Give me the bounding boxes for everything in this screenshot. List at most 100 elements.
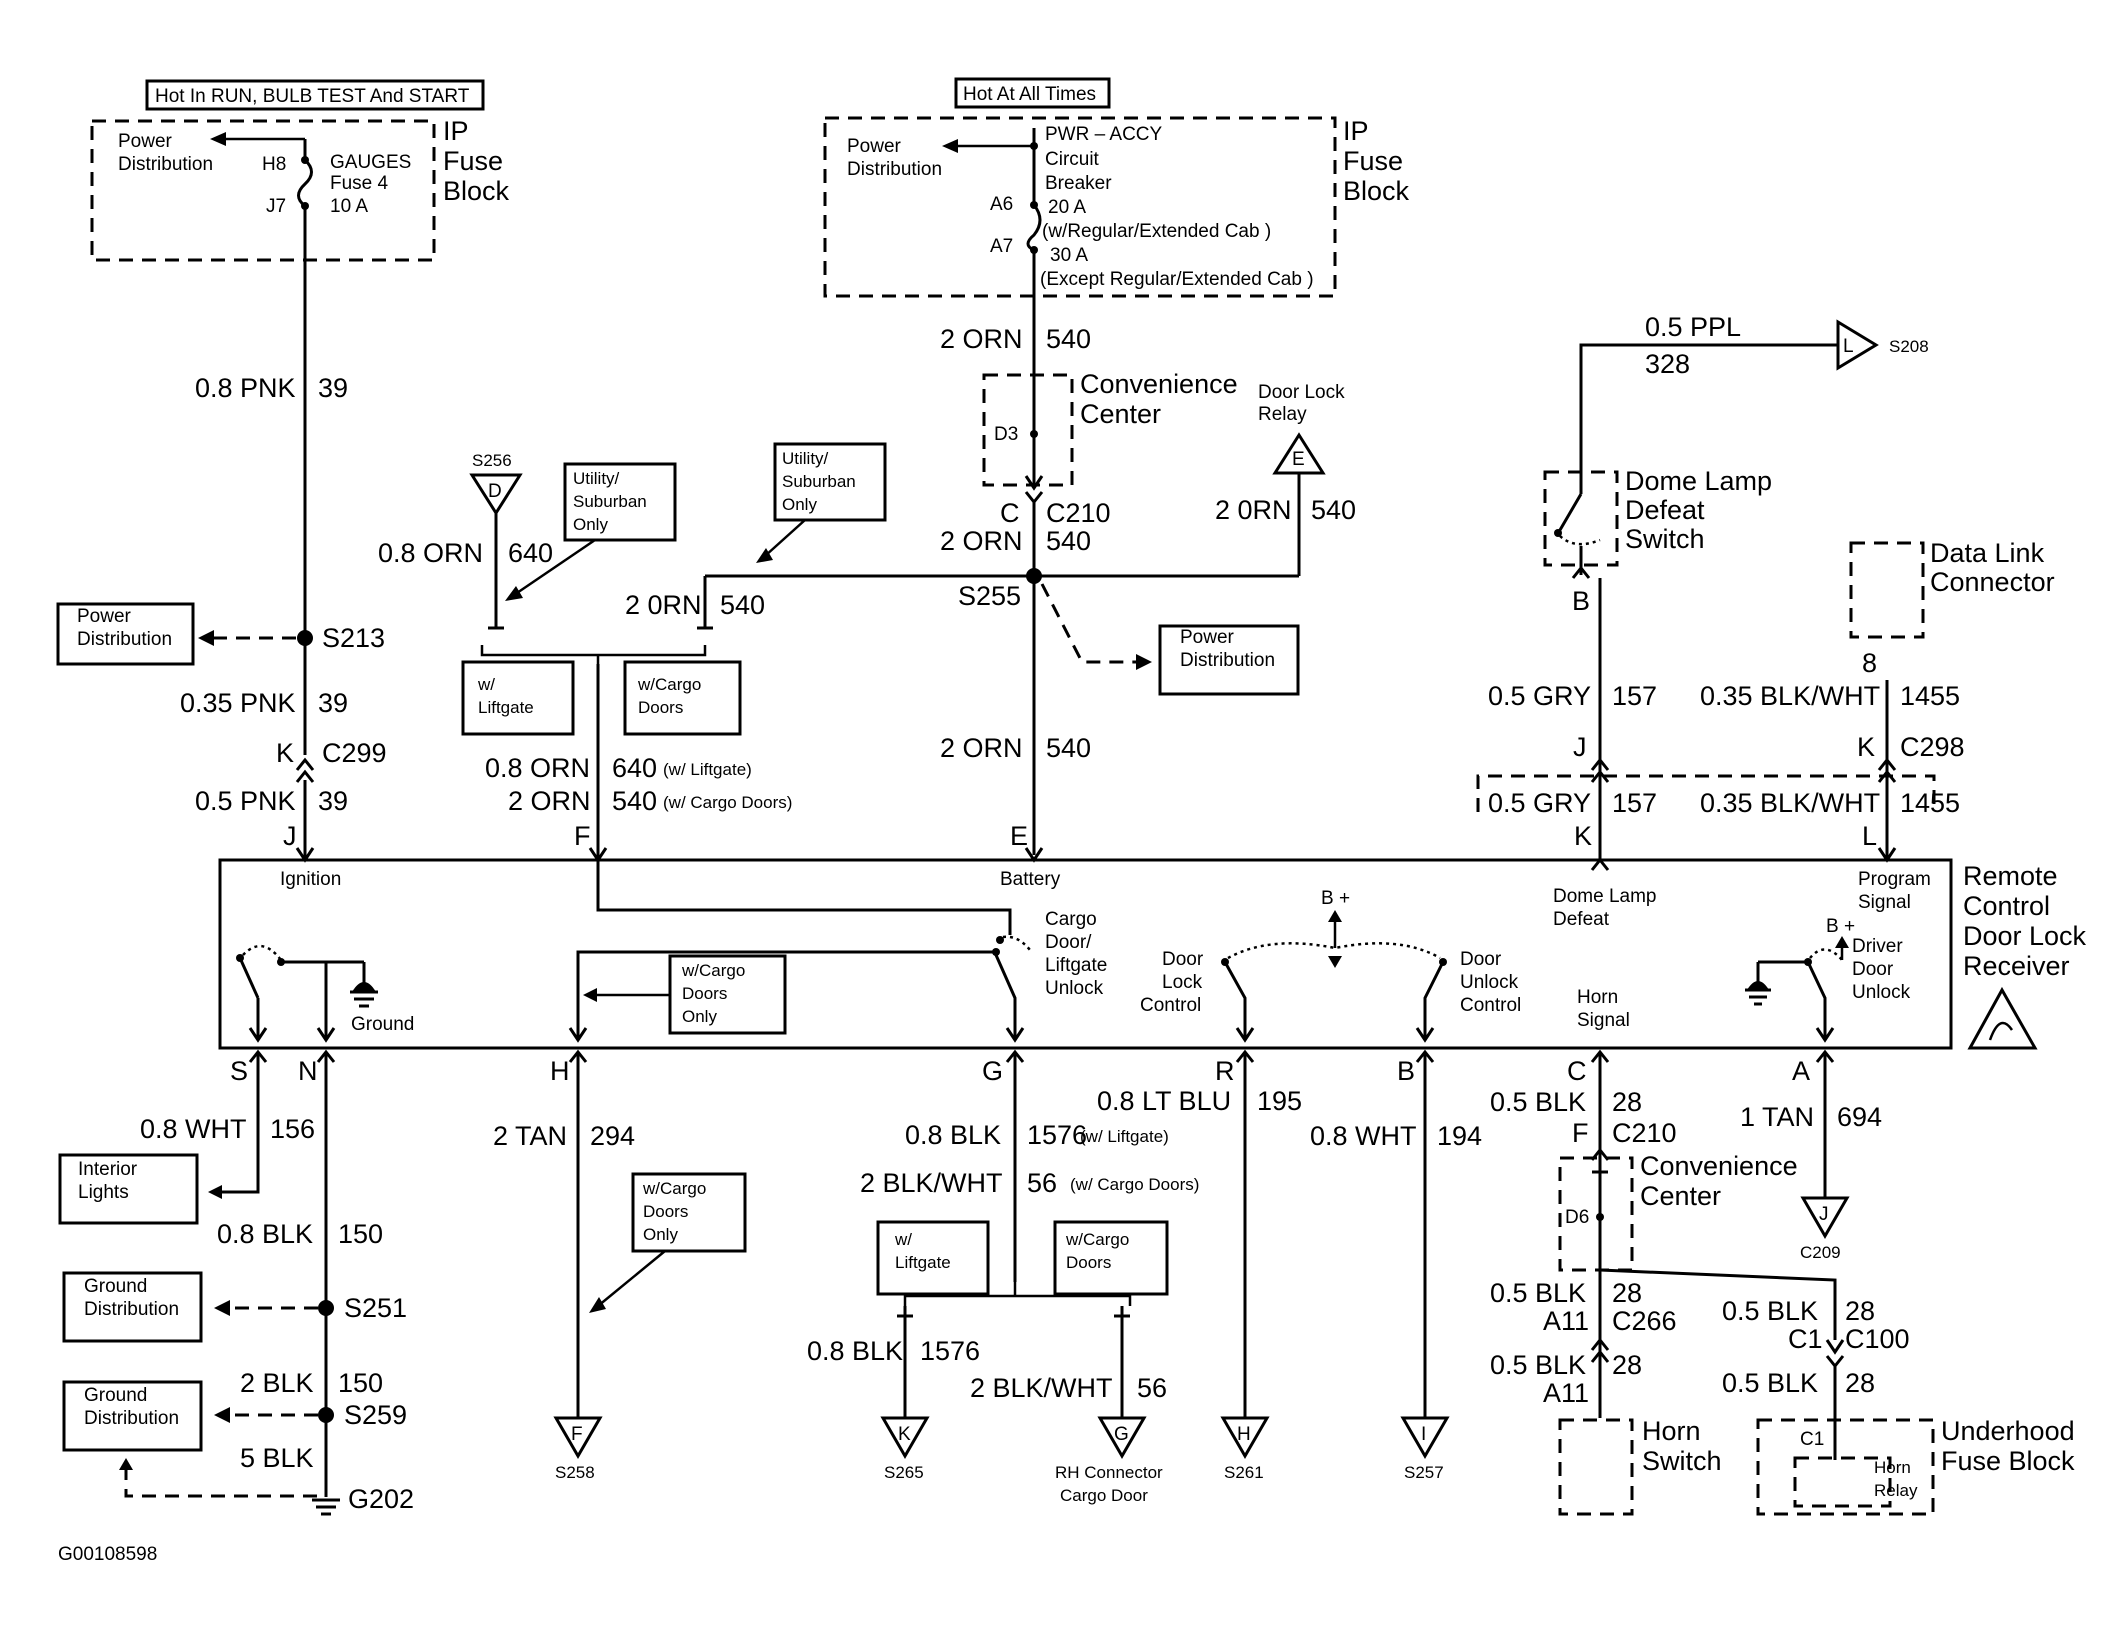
- convenience-center-d6: [1558, 1156, 1634, 1272]
- wire-blk05-label-1: 0.5 BLK: [1490, 1087, 1586, 1117]
- convenience-center-2-a: Convenience: [1640, 1151, 1798, 1181]
- convenience-center-2-b: Center: [1640, 1181, 1721, 1211]
- s251-label: S251: [344, 1293, 407, 1323]
- left-distribution-text: Distribution: [118, 154, 213, 175]
- center-fuse-block-outline: [823, 116, 1337, 298]
- wire-08orn-label-2: 0.8 ORN: [485, 753, 590, 783]
- s255-arrowhead: [1136, 654, 1152, 670]
- dome-defeat-mod-b: Defeat: [1553, 909, 1610, 930]
- cargo-internal-wire: [596, 860, 1012, 935]
- wire-39-label-2: 39: [318, 688, 348, 718]
- wire-tan2-label: 2 TAN: [493, 1121, 567, 1151]
- wire-08pnk-label: 0.8 PNK: [195, 373, 296, 403]
- wire-28-label-5: 28: [1845, 1368, 1875, 1398]
- d3-label: D3: [994, 424, 1018, 445]
- module-s-pin: S: [230, 1056, 248, 1086]
- cargo-label-d: Unlock: [1045, 978, 1104, 999]
- a20-text: 20 A: [1048, 197, 1086, 218]
- w-cargo-2-b: Doors: [1066, 1253, 1111, 1272]
- door-lock-control-a: Door: [1162, 949, 1204, 970]
- cargo-label-c: Liftgate: [1045, 955, 1107, 976]
- c299-k-pin: K: [276, 738, 294, 768]
- rh-connector-label: RH Connector: [1055, 1463, 1163, 1482]
- a6-pin: A6: [990, 194, 1013, 215]
- module-c-conn: [1590, 1049, 1610, 1063]
- convenience-center-d3: [982, 373, 1074, 487]
- wire-blkwht-label-1: 0.35 BLK/WHT: [1700, 681, 1880, 711]
- convenience-center-1-a: Convenience: [1080, 369, 1238, 399]
- utility-suburban-box-1: [563, 462, 677, 542]
- module-k-pin-1: K: [1574, 821, 1592, 851]
- data-link-connector: [1849, 541, 1925, 639]
- hot-run-label-box: [145, 79, 485, 111]
- s261-h-letter: H: [1237, 1424, 1251, 1445]
- lock-switch-blade: [1223, 961, 1247, 1040]
- door-lock-relay-a: Door Lock: [1258, 382, 1345, 403]
- s213-splice: [297, 630, 313, 646]
- pwr-accy-text: PWR – ACCY: [1045, 124, 1163, 145]
- wire-540-cargo-feed: 540: [720, 590, 765, 620]
- w-liftgate-1-a: w/: [477, 675, 495, 694]
- dome-defeat-mod-a: Dome Lamp: [1553, 886, 1657, 907]
- wire-540-relay: 540: [1311, 495, 1356, 525]
- module-r-pin: R: [1215, 1056, 1235, 1086]
- d6-dot: [1596, 1213, 1604, 1221]
- c210-f-pin: F: [1572, 1118, 1589, 1148]
- data-link-label-a: Data Link: [1930, 538, 2045, 568]
- d6-label: D6: [1565, 1207, 1589, 1228]
- s257-label: S257: [1404, 1463, 1444, 1482]
- c100-label: C100: [1845, 1324, 1910, 1354]
- module-ignition-label: Ignition: [280, 869, 341, 890]
- rh-cargo-g-letter: G: [1114, 1424, 1129, 1445]
- horn-relay-a: Horn: [1874, 1458, 1911, 1477]
- wire-1455-label-2: 1455: [1900, 788, 1960, 818]
- wire-540-label-2: 540: [1046, 526, 1091, 556]
- c266-connector: [1590, 1337, 1610, 1363]
- wire-540-label-4: 540: [612, 786, 657, 816]
- wire-ltblu-label: 0.8 LT BLU: [1097, 1086, 1231, 1116]
- c266-label: C266: [1612, 1306, 1677, 1336]
- underhood-c1-pin: C1: [1800, 1429, 1824, 1450]
- s256-d-letter: D: [488, 481, 502, 502]
- module-r-conn: [1235, 1049, 1255, 1063]
- wire-39-label-1: 39: [318, 373, 348, 403]
- door-lock-receiver-module: [218, 858, 1953, 1050]
- ground-distribution-box-1: [62, 1271, 203, 1343]
- w-cargo-only-2-c: Only: [643, 1225, 678, 1244]
- wire-wht08-label-1: 0.8 WHT: [140, 1114, 247, 1144]
- wire-2orn-relay: 2 0RN: [1215, 495, 1292, 525]
- c298-label: C298: [1900, 732, 1965, 762]
- breaker-symbol: [1026, 204, 1042, 252]
- underhood-label-a: Underhood: [1941, 1416, 2075, 1446]
- horn-relay-box: [1793, 1456, 1892, 1508]
- wire-blk05-label-2: 0.5 BLK: [1490, 1278, 1586, 1308]
- h8-pin: H8: [262, 154, 286, 175]
- module-s-conn: [248, 1049, 268, 1063]
- wire-28-label-4: 28: [1845, 1296, 1875, 1326]
- s255-label: S255: [958, 581, 1021, 611]
- wire-blk2-label: 2 BLK: [240, 1368, 314, 1398]
- w-cargo-doors-only-box-1: [668, 954, 787, 1035]
- s208-l-letter: L: [1843, 336, 1854, 357]
- c100-c1-pin: C1: [1788, 1324, 1823, 1354]
- s261-label: S261: [1224, 1463, 1264, 1482]
- wire-640-label-1: 640: [508, 538, 553, 568]
- s258-f-letter: F: [571, 1424, 583, 1445]
- left-fuse-block-outline: [90, 119, 436, 262]
- s213-label: S213: [322, 623, 385, 653]
- lock-switch-pivot: [1221, 958, 1229, 966]
- cargo-only-2-pointer-head: [589, 1297, 606, 1313]
- dome-switch-contacts: [1558, 460, 1583, 575]
- interior-lights-b: Lights: [78, 1182, 129, 1203]
- wire-150-label-1: 150: [338, 1219, 383, 1249]
- wire-56-label-2: 56: [1137, 1373, 1167, 1403]
- module-g-pin: G: [982, 1056, 1003, 1086]
- g202-ground-symbol: [312, 1498, 340, 1516]
- bplus-driver-label: B +: [1826, 916, 1855, 937]
- hot-all-label: Hot At All Times: [963, 84, 1096, 105]
- module-c-pin: C: [1567, 1056, 1587, 1086]
- power-distribution-box-1: [56, 602, 195, 666]
- figure-id: G00108598: [58, 1544, 157, 1565]
- c298-j-pin: J: [1573, 732, 1587, 762]
